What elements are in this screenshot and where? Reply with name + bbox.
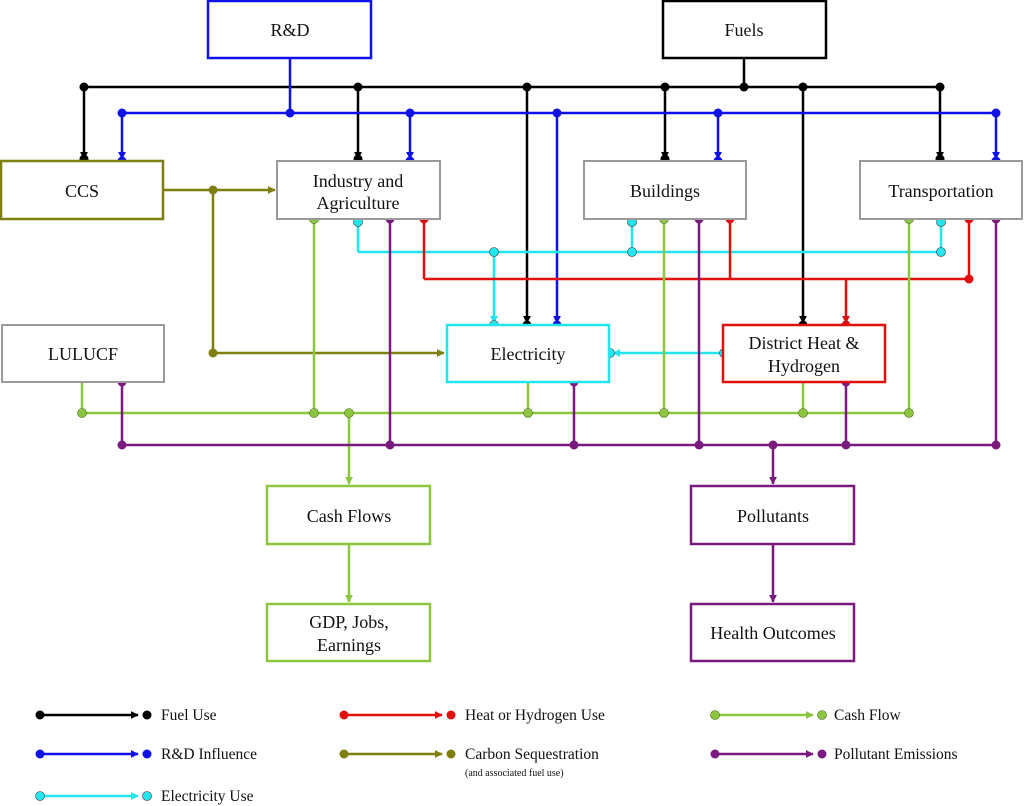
node-lulucf-label: LULUCF <box>48 344 118 364</box>
legend-fuel-use: Fuel Use <box>35 707 217 724</box>
node-district-line1: District Heat & <box>749 333 860 353</box>
legend-electricity-use-label: Electricity Use <box>161 788 254 805</box>
legend-heat-use-label: Heat or Hydrogen Use <box>465 707 605 724</box>
node-fuels: Fuels <box>661 0 828 60</box>
legend-pollutant-emissions: Pollutant Emissions <box>710 746 958 763</box>
legend-fuel-use-label: Fuel Use <box>161 707 217 724</box>
node-ccs-label: CCS <box>65 181 99 201</box>
node-health-label: Health Outcomes <box>710 623 835 643</box>
junction-dots <box>77 82 1001 450</box>
legend-carbon-seq-note: (and associated fuel use) <box>465 768 564 779</box>
heat-flow-lines <box>422 219 971 324</box>
node-electricity-label: Electricity <box>491 344 566 364</box>
node-cashflows-label: Cash Flows <box>307 506 392 526</box>
legend-carbon-sequestration: Carbon Sequestration (and associated fue… <box>339 746 599 779</box>
node-transportation: Transportation <box>859 160 1023 220</box>
cash-flow-lines <box>80 219 911 603</box>
legend: Fuel Use R&D Influence Electricity Use H… <box>35 707 958 805</box>
pollutant-flow-lines <box>120 219 998 603</box>
node-transportation-label: Transportation <box>888 181 993 201</box>
legend-cash-flow-label: Cash Flow <box>834 707 902 724</box>
carbon-flow-lines <box>163 186 445 357</box>
node-lulucf: LULUCF <box>1 324 165 383</box>
legend-electricity-use: Electricity Use <box>35 788 254 805</box>
node-ccs: CCS <box>0 159 165 221</box>
node-pollutants-label: Pollutants <box>737 506 809 526</box>
node-industry: Industry and Agriculture <box>276 160 441 220</box>
legend-rnd-influence-label: R&D Influence <box>161 746 257 763</box>
node-health: Health Outcomes <box>689 602 856 663</box>
legend-heat-use: Heat or Hydrogen Use <box>339 707 605 724</box>
node-electricity: Electricity <box>445 323 611 384</box>
legend-pollutant-emissions-label: Pollutant Emissions <box>834 746 958 763</box>
legend-cash-flow: Cash Flow <box>710 707 902 724</box>
node-industry-line1: Industry and <box>313 171 403 191</box>
node-buildings: Buildings <box>583 160 747 220</box>
legend-carbon-seq-label: Carbon Sequestration <box>465 746 599 763</box>
node-district-line2: Hydrogen <box>768 356 840 376</box>
node-gdp-line2: Earnings <box>317 635 381 655</box>
node-gdp: GDP, Jobs, Earnings <box>265 602 432 663</box>
node-gdp-line1: GDP, Jobs, <box>309 612 389 632</box>
node-district-heat: District Heat & Hydrogen <box>721 323 887 384</box>
node-industry-line2: Agriculture <box>317 193 400 213</box>
node-rnd-label: R&D <box>270 20 309 40</box>
node-pollutants: Pollutants <box>689 484 856 546</box>
node-buildings-label: Buildings <box>630 181 700 201</box>
node-rnd: R&D <box>206 0 373 60</box>
legend-rnd-influence: R&D Influence <box>35 746 257 763</box>
node-cash-flows: Cash Flows <box>265 484 432 546</box>
fuel-flow-lines <box>80 58 944 324</box>
node-fuels-label: Fuels <box>724 20 763 40</box>
